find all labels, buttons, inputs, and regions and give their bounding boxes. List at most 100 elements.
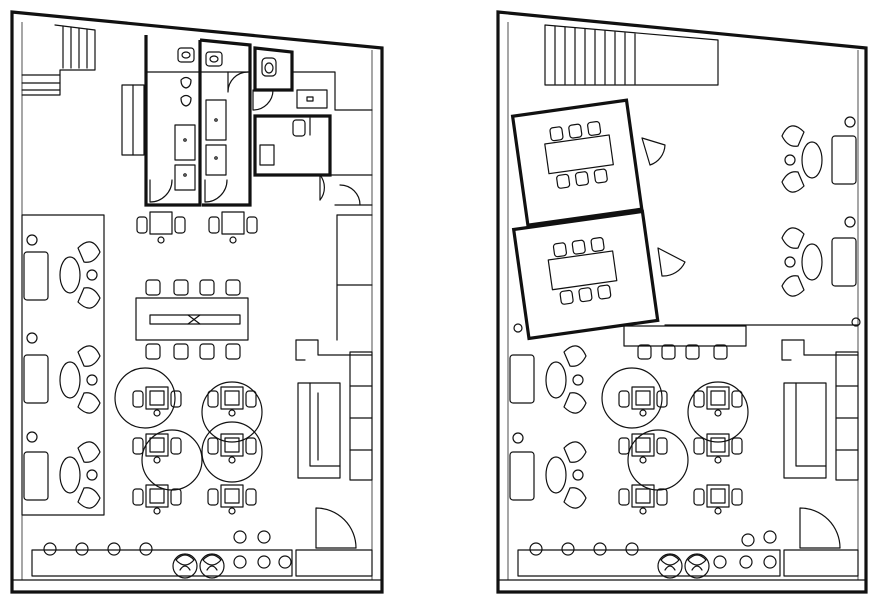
lounge-right: [781, 116, 857, 297]
armchair: [693, 433, 743, 464]
toilet-icon: [292, 119, 306, 137]
urinal-icon: [180, 94, 192, 107]
armchair: [132, 484, 182, 515]
back-bar: [349, 351, 373, 481]
armchair: [693, 484, 743, 515]
window-bench: [31, 549, 293, 577]
column: [844, 216, 856, 228]
lounge-chair: [781, 275, 805, 297]
restroom-block: [144, 35, 252, 207]
vanity-counter: [205, 99, 227, 141]
toilet-icon: [205, 51, 223, 67]
armchair: [618, 386, 668, 417]
armchair: [132, 386, 182, 417]
armchair: [221, 211, 245, 235]
back-bar: [835, 351, 859, 481]
armchair: [618, 433, 668, 464]
counter: [297, 382, 341, 479]
meeting-room-upper: [510, 98, 644, 227]
column: [513, 323, 523, 333]
sofa: [831, 237, 857, 287]
plan-right: [496, 10, 868, 594]
toilet-icon: [261, 57, 277, 77]
vanity-counter: [174, 124, 196, 161]
column: [512, 432, 524, 444]
armchair: [207, 484, 257, 515]
table-zone: [114, 367, 176, 429]
lounge-chair: [77, 392, 101, 414]
door-swing: [149, 179, 173, 203]
sink-icon: [259, 144, 275, 166]
toilet-icon: [177, 47, 195, 63]
front-window-area: [517, 507, 859, 579]
bar-counter: [781, 339, 859, 481]
entrance-door: [315, 507, 357, 549]
coffee-table: [801, 243, 823, 281]
lounge-chair: [77, 345, 101, 367]
stool-row: [623, 325, 747, 360]
table: [135, 297, 249, 341]
vanity-counter: [205, 144, 227, 176]
door-swing: [252, 89, 274, 111]
cafe-tables: [114, 367, 263, 491]
urinal-icon: [180, 76, 192, 89]
lounge-chair: [77, 241, 101, 263]
lounge-chair: [563, 345, 587, 367]
outer-wall: [496, 10, 868, 594]
door-swing: [204, 179, 228, 203]
table-zone: [201, 381, 263, 443]
vanity-counter: [174, 164, 196, 191]
lounge-chair: [563, 392, 587, 414]
waiting-chairs: [121, 84, 258, 244]
lounge-left: [509, 345, 587, 509]
column: [844, 116, 856, 128]
cafe-tables: [601, 367, 749, 491]
coffee-table: [59, 456, 81, 494]
armchair: [207, 386, 257, 417]
coffee-table: [59, 361, 81, 399]
lounge-chair: [563, 487, 587, 509]
lounge-chair: [77, 487, 101, 509]
cafe-chair-group: [618, 386, 743, 515]
armchair: [693, 386, 743, 417]
plant-icon: [199, 553, 225, 579]
table-zone: [687, 381, 749, 443]
door-swing: [227, 71, 249, 93]
window-bench: [517, 549, 781, 577]
sofa: [831, 135, 857, 185]
lounge-chair: [77, 287, 101, 309]
column: [26, 431, 38, 443]
accessible-restroom: [252, 46, 332, 201]
plan-left: [10, 10, 384, 594]
armchair: [618, 484, 668, 515]
column: [26, 332, 38, 344]
coffee-table: [59, 256, 81, 294]
counter: [783, 382, 827, 479]
sofa: [509, 354, 535, 404]
plant-icon: [172, 553, 198, 579]
entrance-door: [799, 507, 841, 549]
appliance: [296, 89, 328, 109]
staircase: [544, 24, 719, 86]
plant-icon: [684, 553, 710, 579]
outer-wall: [10, 10, 384, 594]
cafe-chair-group: [132, 386, 257, 515]
armchair: [149, 211, 173, 235]
armchair: [207, 433, 257, 464]
lounge-chair: [781, 171, 805, 193]
table-zone: [201, 421, 263, 483]
meeting-table: [547, 250, 618, 291]
column: [26, 234, 38, 246]
lounge-chair: [77, 441, 101, 463]
lounge-wall-seating: [21, 214, 105, 516]
meeting-table: [544, 134, 614, 175]
stool-row-bottom: [145, 343, 241, 360]
coffee-table: [801, 141, 823, 179]
front-window-area: [31, 507, 373, 579]
lounge-chair: [781, 125, 805, 147]
coffee-table: [545, 456, 567, 494]
meeting-room-lower: [511, 209, 660, 341]
door-swing: [657, 247, 686, 277]
lounge-chair: [781, 227, 805, 249]
